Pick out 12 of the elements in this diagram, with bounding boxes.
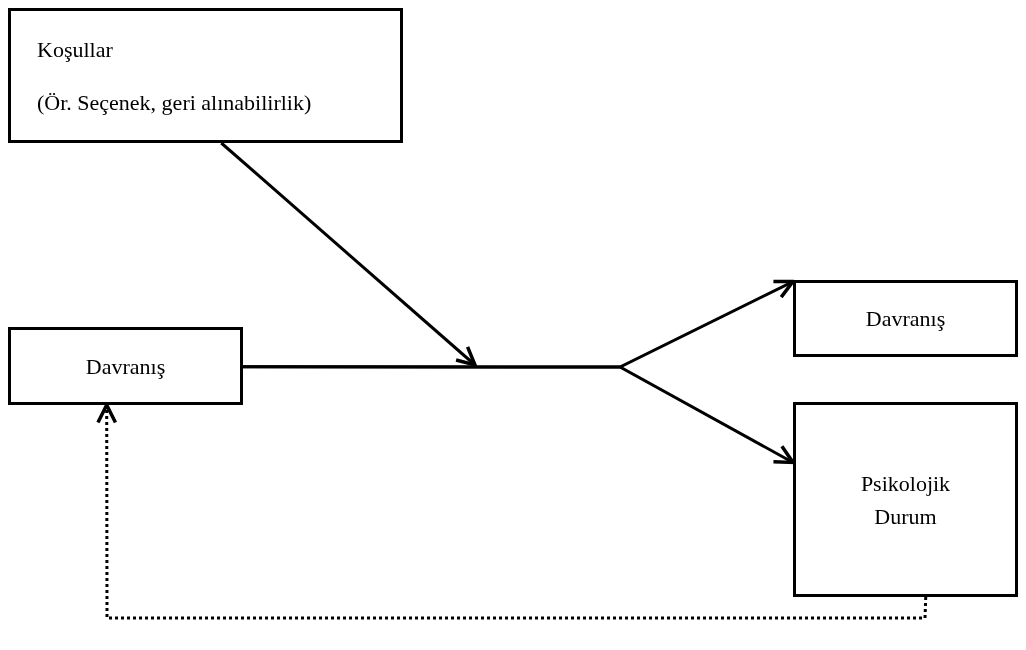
box-text: Davranış (865, 305, 946, 333)
box-text: Davranış (85, 352, 166, 381)
dotted-arrow (96, 403, 928, 620)
box-text: Psikolojik Durum (859, 469, 952, 531)
arrow (220, 141, 477, 367)
box-text: (Ör. Seçenek, geri alınabilirlik) (37, 89, 312, 117)
process-box (793, 402, 1018, 597)
arrow (243, 365, 795, 465)
process-box (8, 327, 243, 405)
process-box (8, 8, 403, 143)
process-box (793, 280, 1018, 357)
box-text: Koşullar (37, 36, 113, 64)
